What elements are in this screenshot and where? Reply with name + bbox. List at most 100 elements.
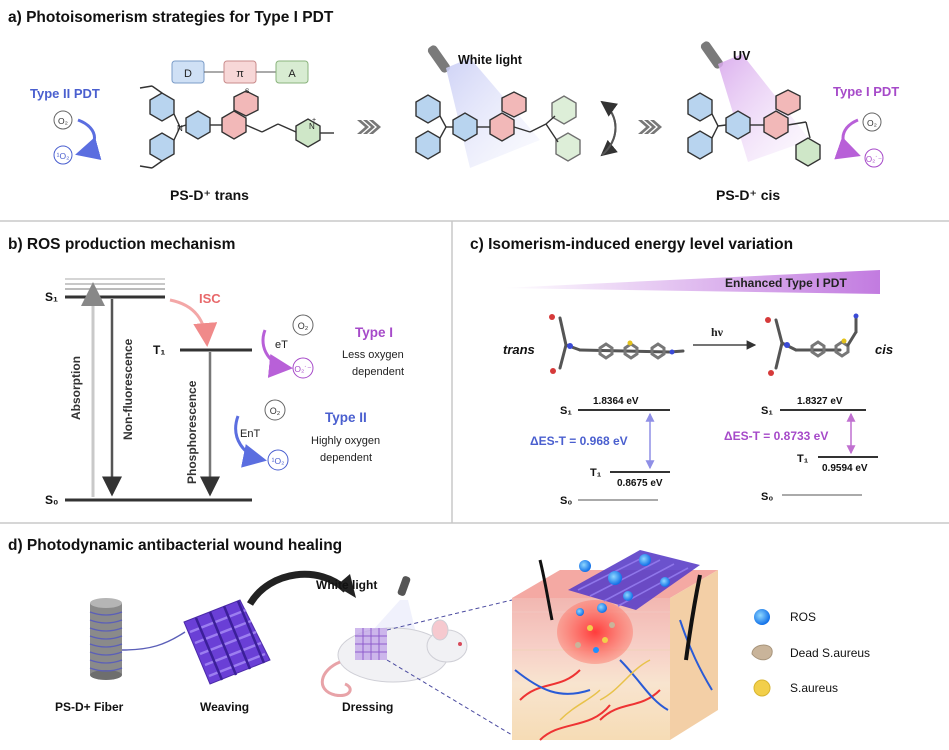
trans-text: trans — [503, 342, 535, 357]
superoxide-text: O₂˙⁻ — [866, 155, 882, 164]
chevron-arrow-icon — [357, 120, 381, 134]
type2-pdt-label: Type II PDT — [30, 86, 100, 101]
middle-molecule — [415, 91, 581, 162]
white-light-label: White light — [458, 53, 523, 67]
weaving-to-dressing-arrow — [246, 570, 349, 606]
isc-arrow — [169, 298, 218, 347]
dead-saureus-legend-icon — [751, 644, 773, 661]
et-arrow — [261, 329, 293, 378]
fiber-spool-icon — [89, 598, 186, 680]
legend: ROS Dead S.aureus S.aureus — [751, 609, 870, 697]
panel-b-title: b) ROS production mechanism — [8, 236, 235, 253]
type2-label: Type II — [325, 410, 367, 425]
svg-text:N: N — [309, 122, 315, 131]
enhanced-banner — [502, 270, 880, 294]
weaving-label: Weaving — [200, 700, 249, 714]
panel-a-title: a) Photoisomerism strategies for Type I … — [8, 9, 334, 26]
acceptor-label: A — [288, 68, 296, 80]
ent-arrow — [234, 415, 267, 468]
dpa-blocks: D π A — [171, 60, 309, 84]
legend-saureus: S.aureus — [790, 681, 838, 695]
t1-label: T₁ — [153, 343, 165, 357]
type1-arrow — [834, 118, 861, 160]
isc-label: ISC — [199, 291, 221, 306]
donor-label: D — [184, 68, 192, 80]
hv-label: hν — [711, 325, 724, 339]
panel-d: d) Photodynamic antibacterial wound heal… — [8, 537, 870, 741]
b-singlet-o2-text: ¹O₂ — [272, 456, 285, 466]
svg-text:S: S — [245, 88, 250, 95]
s0-label: S₀ — [45, 493, 58, 507]
panel-b: b) ROS production mechanism S₁ T₁ S₀ Abs… — [8, 236, 404, 507]
singlet-o2-text: ¹O₂ — [57, 151, 70, 161]
b-superoxide-text: O₂˙⁻ — [294, 364, 311, 374]
type1-desc-2: dependent — [352, 366, 404, 378]
et-label: eT — [275, 339, 288, 351]
trans-s0-label: S₀ — [560, 495, 572, 507]
lamp-icon — [397, 576, 411, 596]
trans-molecule — [139, 85, 334, 169]
b-o2-text-2: O₂ — [270, 406, 281, 416]
dressing-label: Dressing — [342, 700, 393, 714]
banner-label: Enhanced Type I PDT — [725, 276, 847, 290]
cis-text: cis — [875, 342, 893, 357]
panel-c-title: c) Isomerism-induced energy level variat… — [470, 236, 793, 253]
trans-s1-label: S₁ — [560, 405, 572, 417]
b-singlet-o2-circle — [267, 449, 289, 471]
ent-label: EnT — [240, 428, 260, 440]
chevron-arrow-icon-2 — [638, 120, 662, 134]
trans-s1-value: 1.8364 eV — [593, 396, 639, 407]
skin-cross-section — [512, 550, 718, 741]
mouse-icon — [321, 619, 468, 698]
non-fluorescence-label: Non-fluorescence — [121, 338, 135, 440]
type1-pdt-label: Type I PDT — [833, 84, 899, 99]
panel-d-title: d) Photodynamic antibacterial wound heal… — [8, 537, 342, 554]
uv-label: UV — [733, 49, 751, 63]
cis-s1-label: S₁ — [761, 405, 773, 417]
legend-dead: Dead S.aureus — [790, 646, 870, 660]
cis-delta-est: ΔES-T = 0.8733 eV — [724, 429, 828, 443]
type1-label: Type I — [355, 325, 393, 340]
o2-text: O₂ — [58, 116, 68, 126]
type2-desc-2: dependent — [320, 452, 372, 464]
panel-c: c) Isomerism-induced energy level variat… — [470, 236, 893, 507]
saureus-legend-icon — [753, 679, 771, 697]
cis-t1-value: 0.9594 eV — [822, 463, 868, 474]
b-superoxide-circle — [292, 357, 314, 379]
ros-legend-icon — [754, 609, 770, 625]
cis-molecule — [687, 89, 821, 167]
o2-circle-right — [862, 112, 882, 132]
pi-label: π — [236, 68, 244, 80]
absorption-label: Absorption — [69, 356, 83, 420]
b-o2-circle-1 — [292, 314, 314, 336]
uv-lamp-icon — [700, 41, 724, 69]
cis-t1-label: T₁ — [797, 453, 809, 465]
type2-arrow — [75, 118, 102, 161]
svg-text:N: N — [177, 124, 183, 133]
o2-circle — [53, 110, 73, 130]
svg-text:+: + — [312, 117, 316, 124]
type2-desc-1: Highly oxygen — [311, 435, 380, 447]
legend-ros: ROS — [790, 610, 816, 624]
fiber-label: PS-D+ Fiber — [55, 700, 124, 714]
o2-text-right: O₂ — [867, 118, 877, 128]
superoxide-circle — [864, 148, 884, 168]
panel-a: a) Photoisomerism strategies for Type I … — [8, 9, 899, 203]
cis-s0-label: S₀ — [761, 491, 773, 503]
type1-desc-1: Less oxygen — [342, 349, 404, 361]
cis-label: PS-D⁺ cis — [716, 187, 780, 203]
woven-mesh-icon — [183, 599, 271, 685]
d-white-light-label: White light — [316, 578, 377, 592]
b-o2-text-1: O₂ — [298, 321, 309, 331]
trans-label: PS-D⁺ trans — [170, 187, 249, 203]
singlet-o2-circle — [53, 145, 73, 165]
trans-t1-label: T₁ — [590, 467, 602, 479]
cis-s1-value: 1.8327 eV — [797, 396, 843, 407]
phosphorescence-label: Phosphorescence — [185, 380, 199, 484]
white-light-lamp-icon — [427, 45, 451, 73]
s1-label: S₁ — [45, 290, 58, 304]
white-light-beam — [446, 58, 540, 168]
trans-delta-est: ΔES-T = 0.968 eV — [530, 434, 628, 448]
trans-3d-molecule — [558, 316, 685, 370]
